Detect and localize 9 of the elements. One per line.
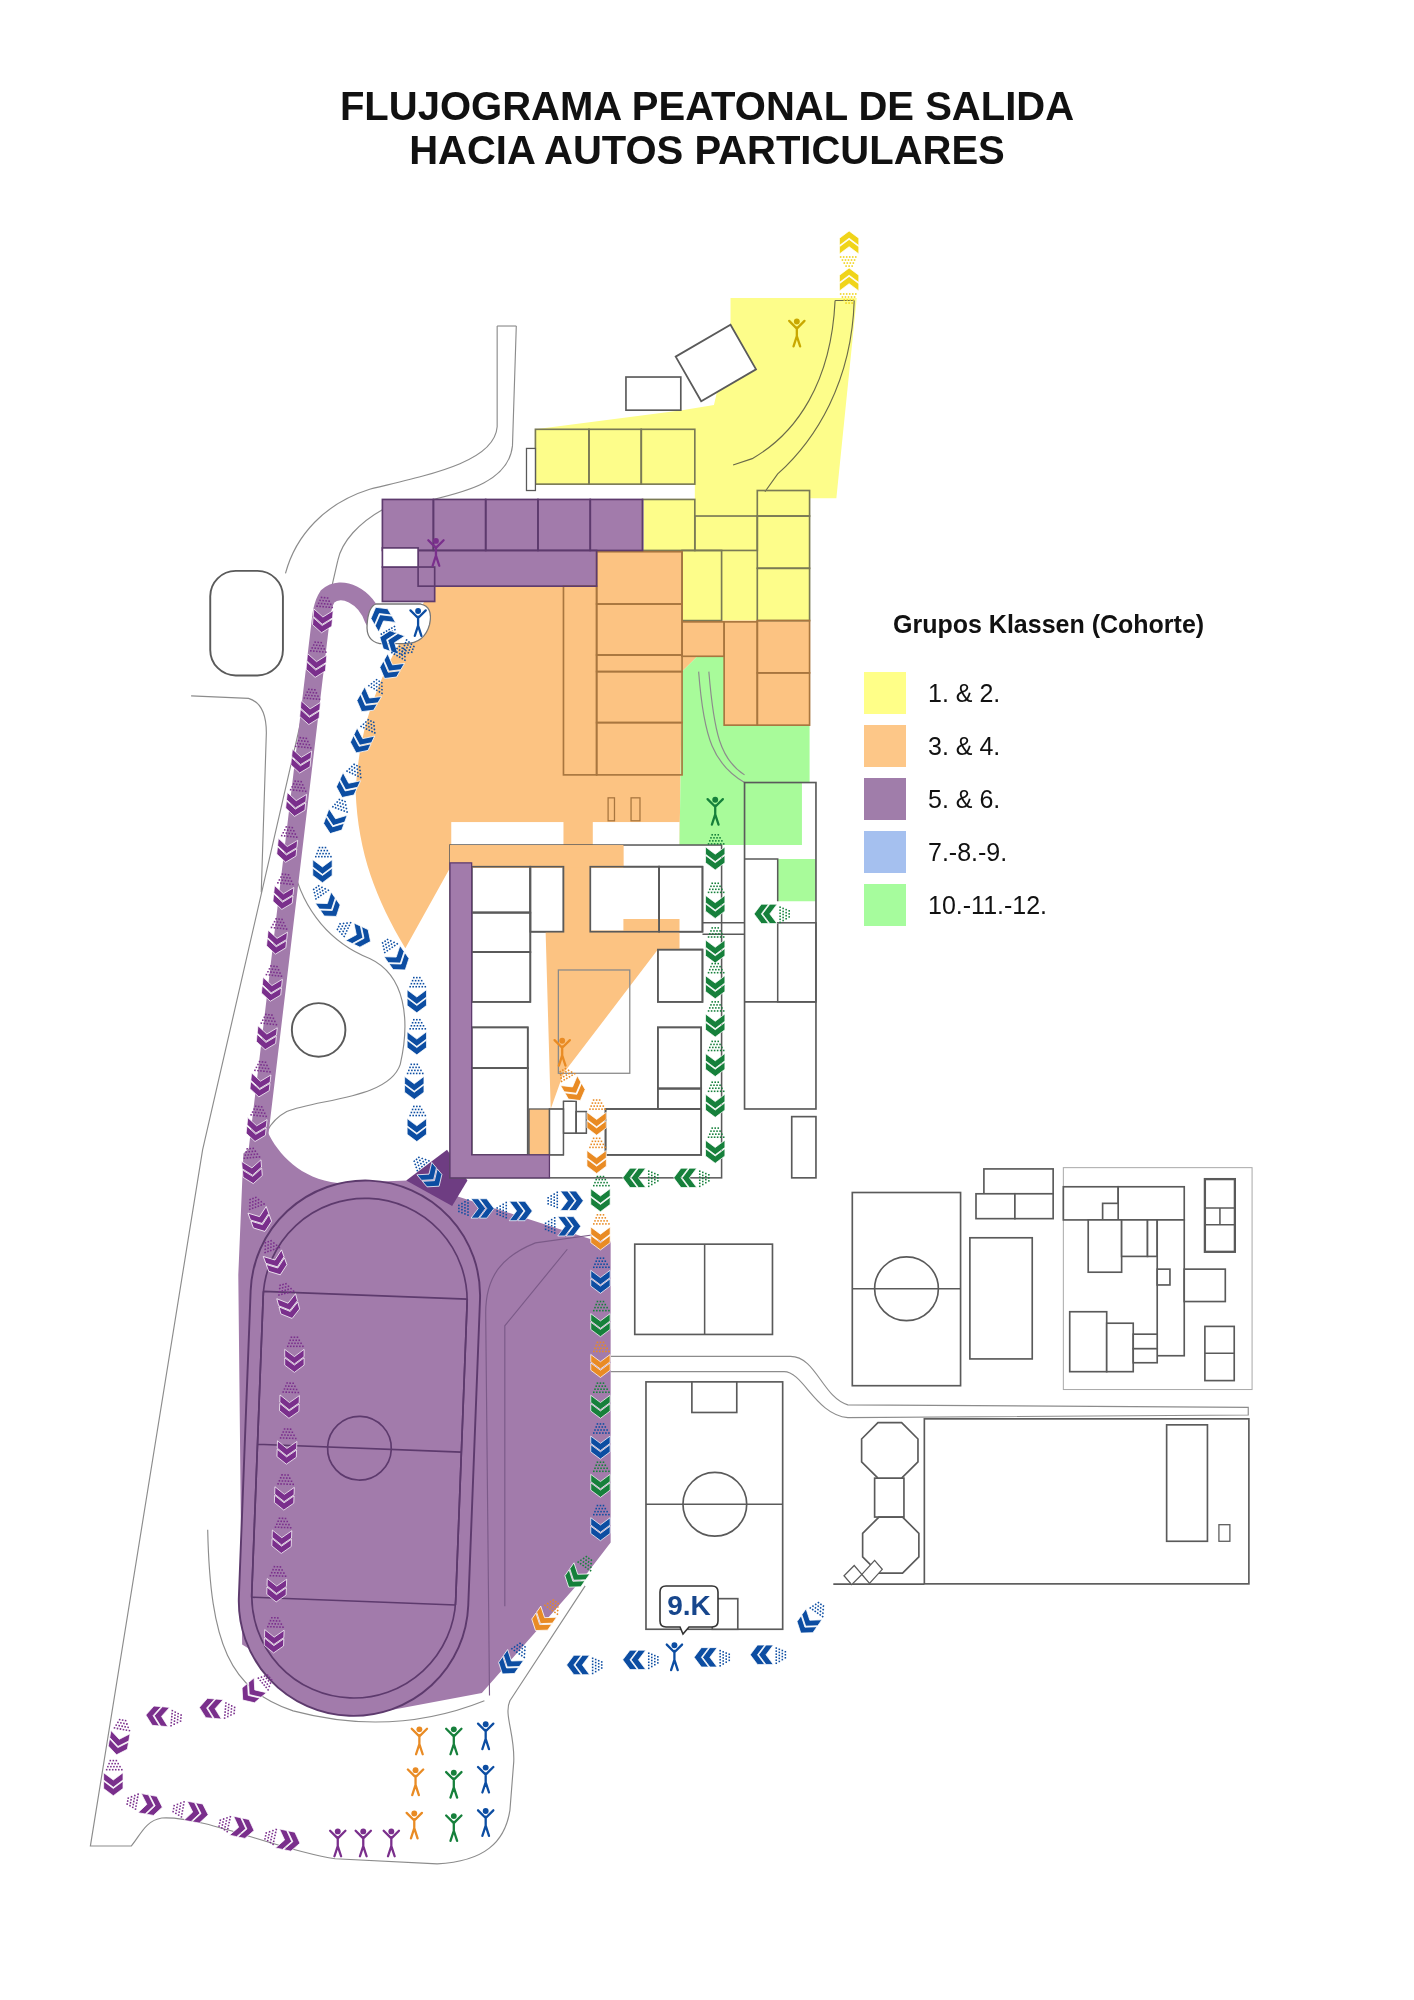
legend-label: 5. & 6. [928, 784, 1001, 814]
legend-label: 3. & 4. [928, 731, 1001, 761]
legend-label: 10.-11.-12. [928, 890, 1048, 920]
class-label: 9.K [666, 1589, 712, 1623]
legend-label: 1. & 2. [928, 678, 1001, 708]
speech-bubble [658, 1584, 720, 1636]
legend-label: 7.-8.-9. [928, 837, 1008, 867]
title: FLUJOGRAMA PEATONAL DE SALIDA HACIA AUTOS PARTICULARES [338, 84, 1076, 172]
legend-heading: Grupos Klassen (Cohorte) [893, 610, 1205, 638]
